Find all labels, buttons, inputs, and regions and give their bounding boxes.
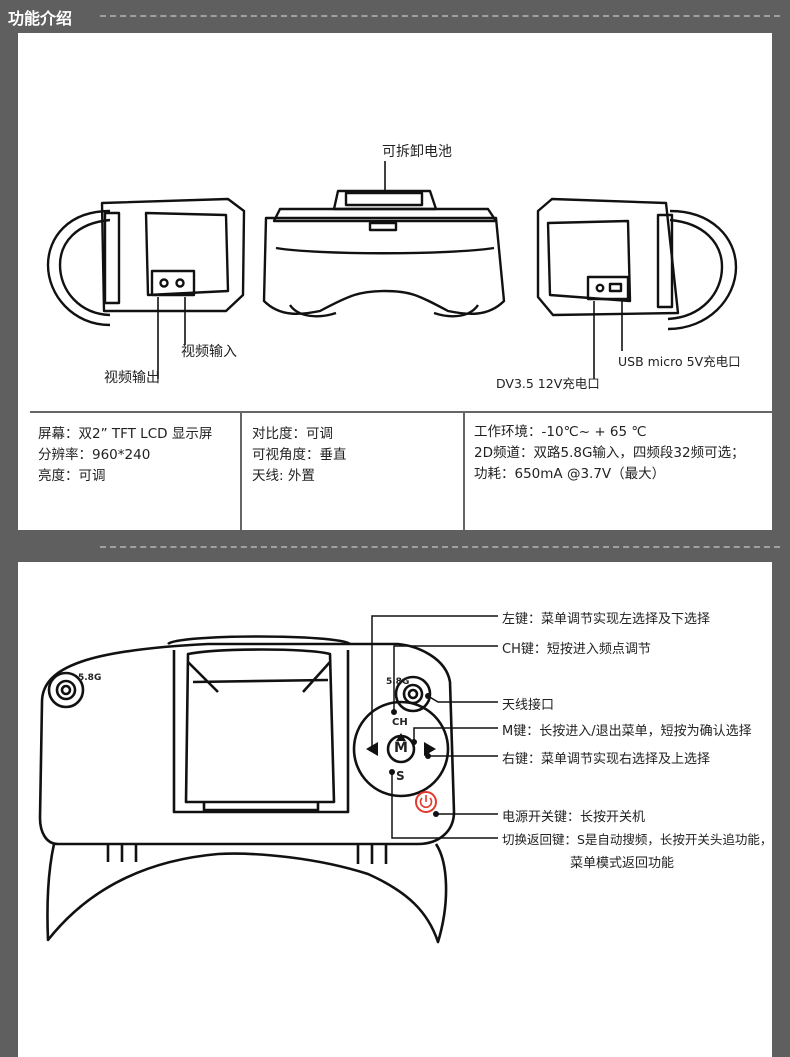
goggle-views-illustration <box>46 161 738 379</box>
top-panel: 可拆卸电池 视频输入 视频输出 DV3.5 12V充电口 USB micro 5… <box>18 33 772 530</box>
spec-column-divider-2 <box>463 413 465 530</box>
spec-col2: 对比度：可调 可视角度：垂直 天线: 外置 <box>252 424 347 487</box>
left-body-outline <box>100 197 246 313</box>
section-dashed-divider <box>100 546 780 548</box>
right-body-outline <box>536 197 680 317</box>
spec-col3: 工作环境：-10℃~ + 65 ℃ 2D频道：双路5.8G输入，四频段32频可选… <box>474 422 745 485</box>
section-title: 功能介绍 <box>8 9 73 28</box>
s-key-label: S <box>396 769 405 783</box>
m-key-description: M键：长按进入/退出菜单，短按为确认选择 <box>502 724 752 739</box>
section-header: 功能介绍 <box>0 0 790 32</box>
battery-label: 可拆卸电池 <box>382 144 452 160</box>
spec-col1: 屏幕：双2” TFT LCD 显示屏 分辨率：960*240 亮度：可调 <box>38 424 212 487</box>
goggle-back-illustration <box>38 615 498 944</box>
antenna-left-label: 5.8G <box>78 673 102 683</box>
video-output-label: 视频输出 <box>104 370 160 386</box>
header-dashed-divider <box>100 15 780 17</box>
spec-screen: 屏幕：双2” TFT LCD 显示屏 <box>38 426 213 442</box>
usb-port-label: USB micro 5V充电口 <box>618 354 741 369</box>
spec-antenna: 天线: 外置 <box>252 468 315 484</box>
power-key-description: 电源开关键：长按开关机 <box>502 810 646 825</box>
bottom-panel: 5.8G 5.8G CH M S 左键：菜单调节实现左选择及下选择 CH键：短按… <box>18 562 772 1057</box>
spec-column-divider-1 <box>240 413 242 530</box>
spec-channels: 2D频道：双路5.8G输入，四频段32频可选； <box>474 445 745 461</box>
video-input-label: 视频输入 <box>181 344 237 360</box>
ch-key-label: CH <box>392 717 408 728</box>
left-strap-outline <box>46 209 111 327</box>
spec-power: 功耗：650mA @3.7V（最大） <box>474 466 666 482</box>
switch-back-key-description: 切换返回键：S是自动搜频，长按开关头追功能， <box>502 832 773 847</box>
antenna-right-label: 5.8G <box>386 677 410 687</box>
spec-resolution: 分辨率：960*240 <box>38 447 151 463</box>
spec-contrast: 对比度：可调 <box>252 426 333 442</box>
spec-environment: 工作环境：-10℃~ + 65 ℃ <box>474 424 647 440</box>
dc-port-label: DV3.5 12V充电口 <box>496 376 600 391</box>
right-key-description: 右键：菜单调节实现右选择及上选择 <box>502 752 711 767</box>
spec-table-top-border <box>30 411 772 413</box>
back-body-outline <box>38 642 456 846</box>
spec-viewing-angle: 可视角度：垂直 <box>252 447 347 463</box>
m-key-label: M <box>394 740 408 756</box>
ch-key-description: CH键：短按进入频点调节 <box>502 642 651 657</box>
center-body-outline <box>262 216 506 316</box>
left-key-description: 左键：菜单调节实现左选择及下选择 <box>502 612 711 627</box>
switch-back-key-description-2: 菜单模式返回功能 <box>570 856 675 871</box>
spec-brightness: 亮度：可调 <box>38 468 106 484</box>
control-pad-outline <box>352 700 450 798</box>
antenna-port-description: 天线接口 <box>502 698 555 713</box>
